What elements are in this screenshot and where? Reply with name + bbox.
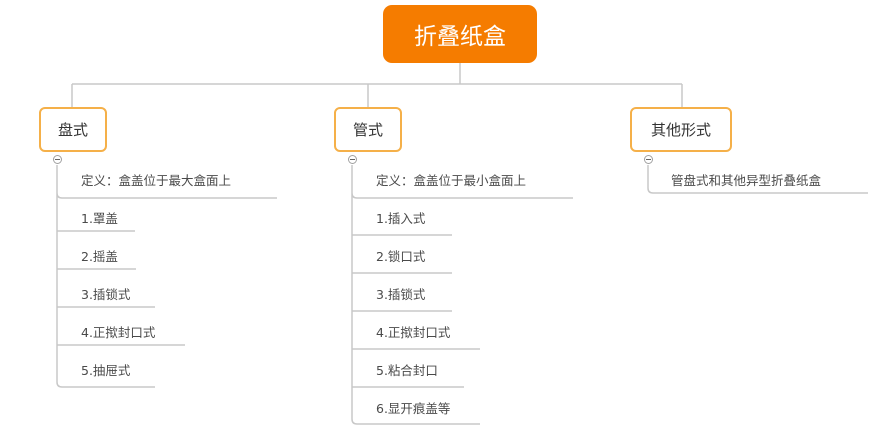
- leaf-item[interactable]: 管盘式和其他异型折叠纸盒: [671, 173, 822, 188]
- leaf-item[interactable]: 5.粘合封口: [376, 363, 438, 378]
- leaf-item[interactable]: 5.抽屉式: [81, 363, 131, 378]
- leaf-item[interactable]: 定义：盒盖位于最大盒面上: [81, 173, 232, 188]
- branch-node-other[interactable]: 其他形式: [630, 107, 732, 152]
- leaf-item[interactable]: 3.插锁式: [376, 287, 426, 302]
- leaf-item[interactable]: 2.摇盖: [81, 249, 118, 264]
- leaf-item[interactable]: 4.正揿封口式: [376, 325, 451, 340]
- leaf-item[interactable]: 4.正揿封口式: [81, 325, 156, 340]
- leaf-item[interactable]: 3.插锁式: [81, 287, 131, 302]
- branch-label: 管式: [352, 121, 383, 139]
- leaf-item[interactable]: 1.插入式: [376, 211, 426, 226]
- collapse-icon[interactable]: [348, 155, 357, 164]
- branch-label: 盘式: [57, 121, 88, 139]
- leaf-item[interactable]: 定义：盒盖位于最小盒面上: [376, 173, 527, 188]
- collapse-icon[interactable]: [53, 155, 62, 164]
- root-node[interactable]: 折叠纸盒: [383, 5, 537, 63]
- collapse-icon[interactable]: [644, 155, 653, 164]
- leaf-item[interactable]: 1.罩盖: [81, 211, 118, 226]
- leaf-item[interactable]: 6.显开痕盖等: [376, 401, 451, 416]
- root-label: 折叠纸盒: [414, 24, 506, 50]
- branch-node-tray[interactable]: 盘式: [39, 107, 107, 152]
- branch-label: 其他形式: [650, 121, 711, 139]
- leaf-item[interactable]: 2.锁口式: [376, 249, 426, 264]
- branch-node-tube[interactable]: 管式: [334, 107, 402, 152]
